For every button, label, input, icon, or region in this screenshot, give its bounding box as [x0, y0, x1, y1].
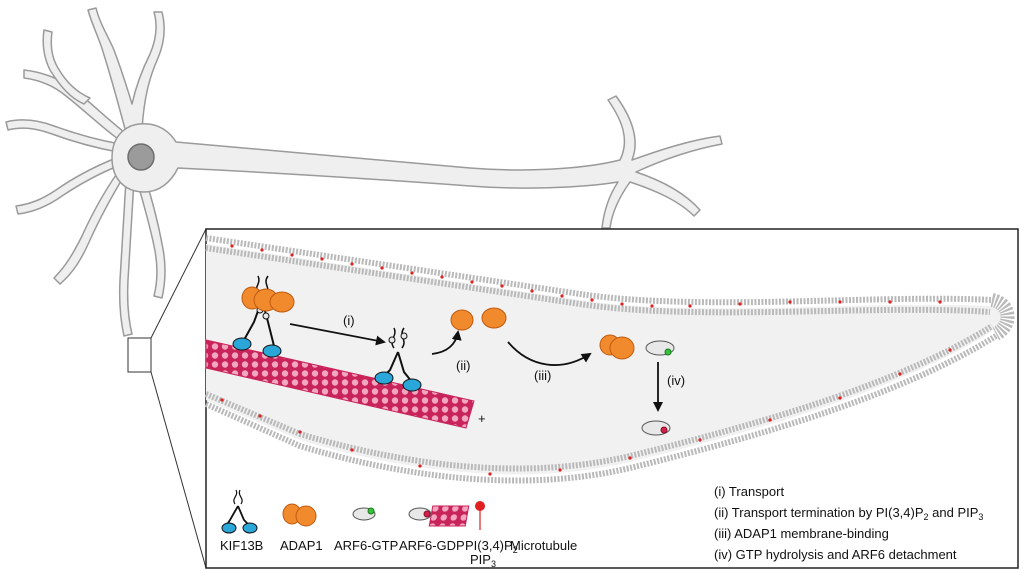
membrane-lower-inner — [204, 333, 998, 484]
membrane-tip — [989, 293, 1015, 341]
membrane-upper-outer — [205, 235, 993, 306]
zoom-line-top — [150, 228, 207, 339]
legend-adap1-icon — [282, 503, 317, 527]
membrane-lower-outer — [204, 323, 994, 472]
arrow-transport — [289, 323, 386, 346]
legend-pi34p2-label: PI(3,4)P2 — [465, 538, 518, 555]
description-detachment: (iv) GTP hydrolysis and ARF6 detachment — [714, 547, 957, 562]
step-label-ii: (ii) — [456, 358, 470, 373]
dendrite-top-branch — [42, 29, 91, 105]
legend-adap1-label: ADAP1 — [280, 538, 323, 553]
plus-end-label: + — [478, 411, 486, 426]
dendrite-bottom-left — [53, 171, 125, 285]
description-transport: (i) Transport — [714, 484, 784, 499]
arf6-gtp-bound — [645, 340, 675, 356]
description-membrane-binding: (iii) ADAP1 membrane-binding — [714, 526, 889, 541]
neuron-cell — [5, 7, 723, 337]
arf6-gdp-detached — [641, 420, 671, 436]
dendrite-bottom — [118, 179, 135, 337]
arrow-membrane-binding — [507, 341, 592, 366]
legend-kif13b-label: KIF13B — [220, 538, 263, 553]
lipid-dots — [220, 244, 952, 476]
axon-interior — [206, 244, 1002, 475]
dendrite-left-lower — [15, 157, 119, 215]
dendrite-top-left — [23, 69, 125, 143]
dendrite-bottom-right — [137, 179, 166, 299]
legend-arf6-gtp-label: ARF6-GTP — [334, 538, 398, 553]
kif13b-motor-2 — [374, 327, 422, 392]
adap1-membrane-bound — [599, 334, 635, 360]
description-termination: (ii) Transport termination by PI(3,4)P2 … — [714, 505, 983, 522]
adap1-free — [450, 307, 507, 331]
step-label-i: (i) — [343, 313, 355, 328]
arrow-termination — [431, 330, 462, 355]
nucleus — [127, 143, 155, 171]
legend-pip3-label: PIP3 — [470, 552, 496, 569]
legend-arf6-gdp-label: ARF6-GDP — [399, 538, 465, 553]
dendrite-top — [87, 7, 165, 141]
membrane-upper-inner — [205, 245, 991, 316]
zoom-region — [127, 337, 152, 373]
step-label-iv: (iv) — [667, 373, 685, 388]
dendrite-left — [5, 119, 121, 153]
legend-lipid-icon — [475, 501, 485, 530]
legend: KIF13B ADAP1 ARF6-GTP ARF6-GDP PI(3,4)P2… — [220, 489, 577, 569]
soma-and-axon — [111, 95, 723, 229]
membrane — [204, 235, 1015, 484]
step-descriptions: (i) Transport (ii) Transport termination… — [714, 484, 983, 562]
legend-kif13b-icon — [221, 489, 258, 534]
step-label-iii: (iii) — [534, 368, 551, 383]
legend-microtubule-icon — [428, 505, 470, 527]
adap1-cargo-1 — [241, 286, 295, 313]
zoom-line-bottom — [150, 371, 207, 569]
legend-arf6-gtp-icon — [352, 507, 376, 521]
legend-arf6-gdp-icon — [408, 507, 432, 521]
legend-microtubule-label: Microtubule — [510, 538, 577, 553]
